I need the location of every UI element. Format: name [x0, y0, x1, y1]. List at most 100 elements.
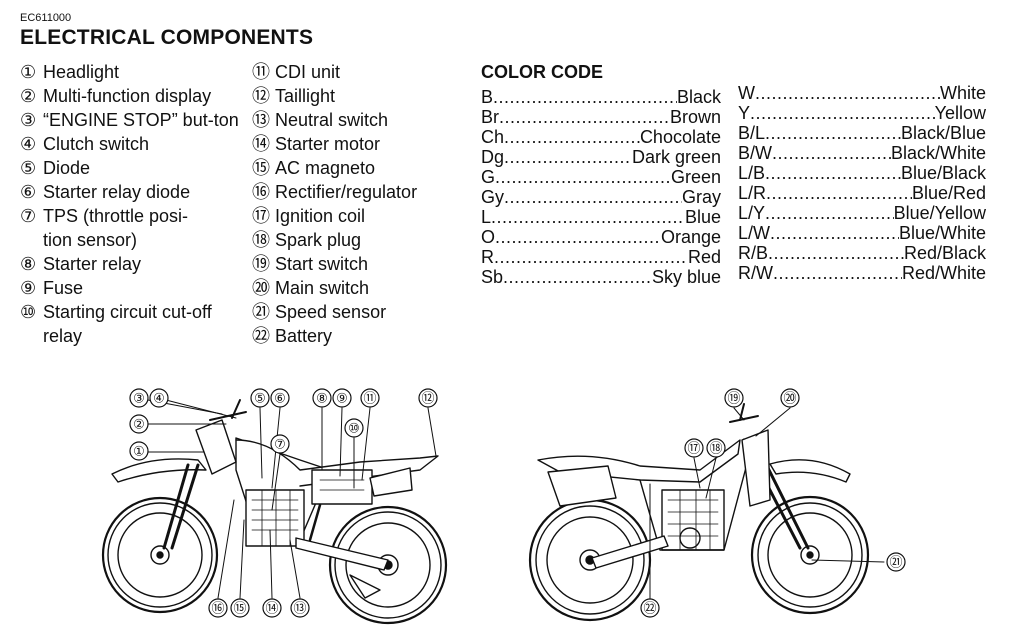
seat-tank-drawing — [235, 439, 439, 487]
rear-wheel-right-drawing — [528, 498, 652, 622]
color-code-row: B.......................................… — [481, 87, 721, 107]
color-code-row: L/R.....................................… — [738, 183, 986, 203]
callout-marker — [270, 388, 290, 408]
callout-label: ⑭ — [265, 601, 278, 616]
color-code-row: Ch......................................… — [481, 127, 721, 147]
color-code-left: B.......................................… — [481, 87, 721, 287]
component-item: ③“ENGINE STOP” but-ton — [20, 110, 239, 130]
callout-label: ② — [133, 417, 145, 432]
color-code-row: R.......................................… — [481, 247, 721, 267]
color-code-row: L/W.....................................… — [738, 223, 986, 243]
callout-label: ⑱ — [709, 441, 722, 456]
callout-marker — [250, 388, 270, 408]
color-code-right: W.......................................… — [738, 83, 986, 283]
motorcycle-right-view — [528, 403, 870, 622]
callout-label: ⑤ — [254, 391, 266, 406]
callout-marker — [706, 438, 726, 458]
callout-label: ⑦ — [274, 437, 286, 452]
callout-label: ⑪ — [363, 391, 376, 406]
callout-label: ⑯ — [211, 601, 224, 616]
exhaust-right-drawing — [547, 465, 617, 507]
color-code-row: Y.......................................… — [738, 103, 986, 123]
rear-wheel-drawing — [328, 505, 448, 625]
callout-marker — [360, 388, 380, 408]
color-code-row: Br......................................… — [481, 107, 721, 127]
callout-label: ⑳ — [783, 391, 796, 406]
callout-marker — [290, 598, 310, 618]
callout-label: ⑫ — [421, 391, 434, 406]
callout-marker — [780, 388, 800, 408]
color-code-row: B/W.....................................… — [738, 143, 986, 163]
color-code-row: O.......................................… — [481, 227, 721, 247]
color-code-row: L/B.....................................… — [738, 163, 986, 183]
callout-label: ⑲ — [727, 391, 740, 406]
front-fender-drawing — [111, 458, 207, 483]
callout-label: ⑥ — [274, 391, 286, 406]
callout-marker — [640, 598, 660, 618]
callout-marker — [230, 598, 250, 618]
callout-label: ⑰ — [687, 441, 700, 456]
swingarm-drawing — [295, 537, 389, 571]
handlebar-drawing — [209, 399, 247, 421]
left-callouts — [147, 399, 437, 599]
rear-shock-drawing — [308, 503, 322, 542]
callout-label: ③ — [133, 391, 145, 406]
callout-marker — [684, 438, 704, 458]
callout-marker — [129, 414, 149, 434]
callout-label: ④ — [153, 391, 165, 406]
fork-drawing — [162, 463, 190, 550]
right-callout-circles — [640, 388, 906, 618]
callout-marker — [344, 418, 364, 438]
callout-marker — [886, 552, 906, 572]
callout-marker — [129, 441, 149, 461]
callout-label: ① — [133, 444, 145, 459]
color-code-title: COLOR CODE — [481, 62, 604, 82]
callout-marker — [149, 388, 169, 408]
color-code-row: W.......................................… — [738, 83, 986, 103]
callout-label: ⑩ — [348, 421, 360, 436]
callout-label: ⑧ — [316, 391, 328, 406]
number-plate-drawing — [741, 429, 771, 507]
engine-right-drawing — [661, 489, 725, 551]
handlebar-right-drawing — [729, 403, 759, 423]
callout-marker — [418, 388, 438, 408]
callout-label: ⑬ — [293, 601, 306, 616]
color-code-row: G.......................................… — [481, 167, 721, 187]
callout-marker — [208, 598, 228, 618]
color-code-row: R/W.....................................… — [738, 263, 986, 283]
engine-drawing — [245, 489, 305, 547]
callout-marker — [332, 388, 352, 408]
color-code-row: L.......................................… — [481, 207, 721, 227]
callout-label: ㉑ — [889, 555, 902, 570]
callout-marker — [262, 598, 282, 618]
callout-marker — [724, 388, 744, 408]
color-code-row: L/Y.....................................… — [738, 203, 986, 223]
callout-label: ㉒ — [643, 601, 656, 616]
swingarm-right-drawing — [591, 535, 669, 569]
color-code-row: R/B.....................................… — [738, 243, 986, 263]
right-callouts — [649, 407, 885, 601]
front-wheel-right-drawing — [750, 495, 870, 615]
